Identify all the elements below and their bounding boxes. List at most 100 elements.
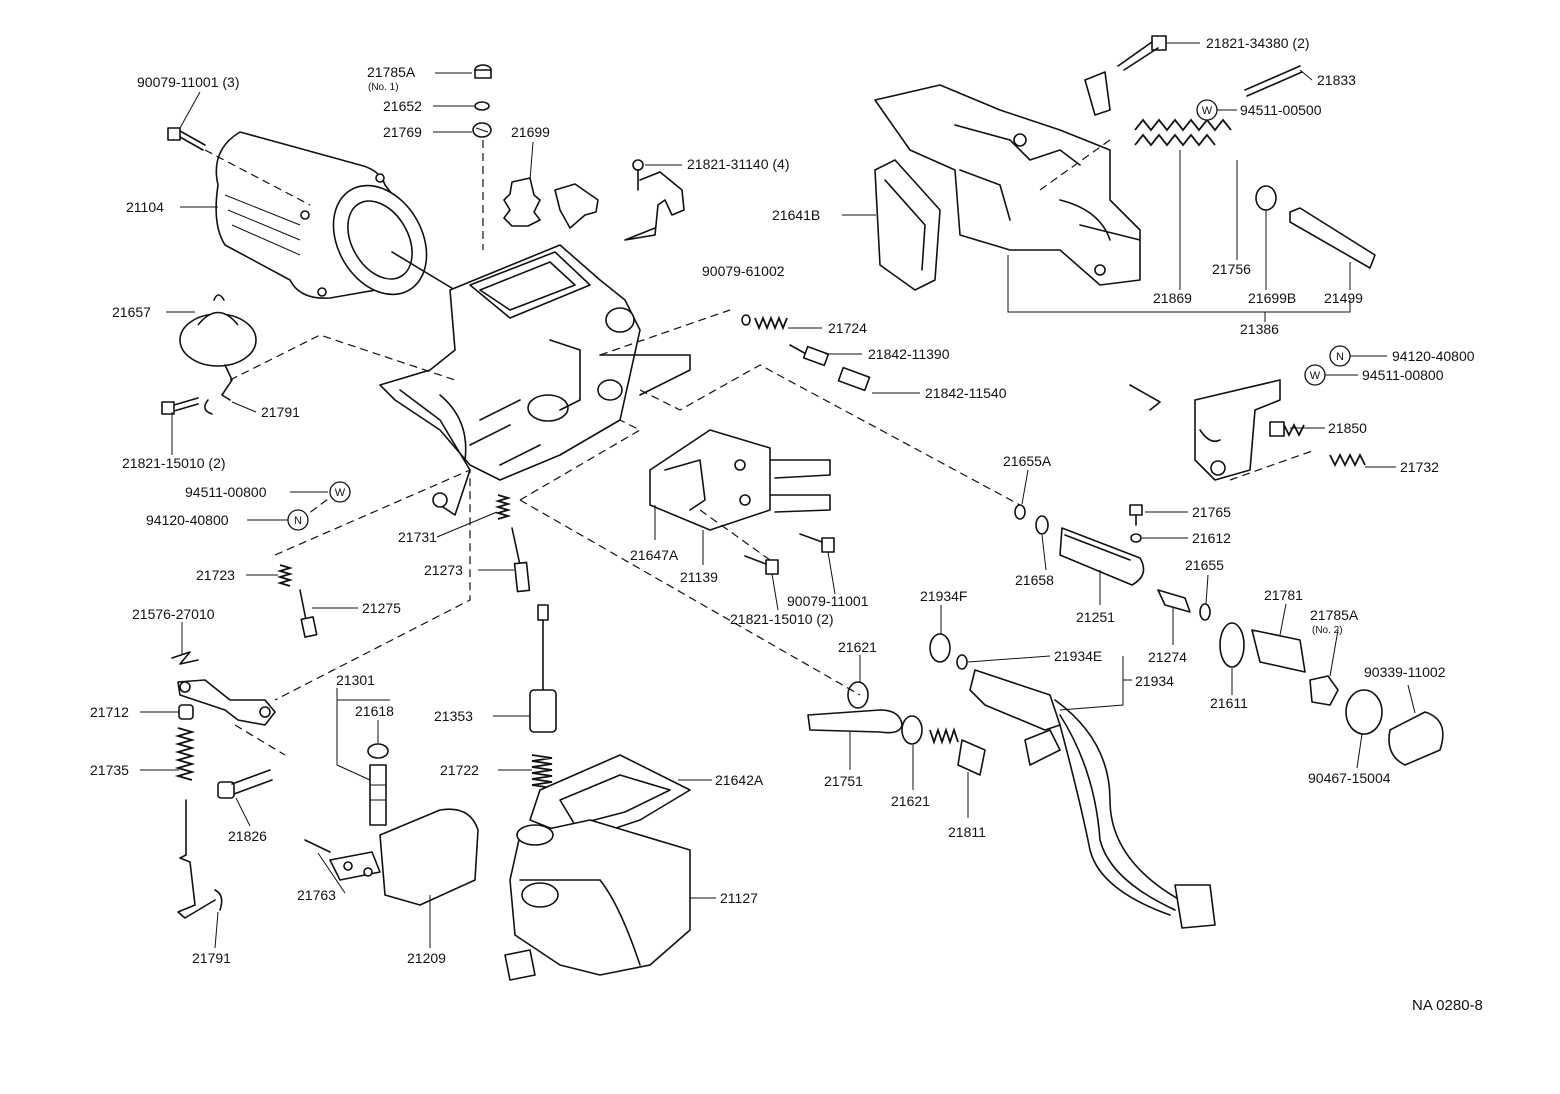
cap-90339-11002	[1388, 711, 1444, 766]
cap-21769	[472, 122, 492, 138]
fitting-21751	[807, 709, 903, 734]
part-label: 21655	[1185, 557, 1224, 573]
part-label: 21386	[1240, 321, 1279, 337]
part-label-note: (No. 2)	[1312, 625, 1343, 636]
part-number-labels: 90079-11001 (3) 21785A (No. 1) 21652 217…	[90, 35, 1483, 1014]
part-label: 21735	[90, 762, 129, 778]
screw-21821-15010	[161, 397, 199, 415]
bracket-21821-31140	[624, 171, 685, 241]
part-label: 21104	[126, 199, 164, 215]
part-label: 21301	[336, 672, 375, 688]
clamp-90467-15004	[1345, 689, 1383, 735]
spring-21722	[531, 754, 553, 789]
washer-symbol	[1304, 364, 1326, 386]
part-label: 94511-00500	[1240, 102, 1322, 118]
part-label: 21934F	[920, 588, 967, 604]
part-label: 21751	[824, 773, 863, 789]
bolt-21821-34380	[1117, 35, 1167, 71]
float-bowl-21127	[504, 819, 691, 981]
bolt-21833	[1244, 65, 1303, 97]
spring-21724	[754, 315, 788, 331]
part-label: 21642A	[715, 772, 764, 788]
part-label: 94120-40800	[146, 512, 229, 528]
part-label: 21658	[1015, 572, 1054, 588]
air-horn-housing	[215, 131, 456, 299]
part-label: 94511-00800	[1362, 367, 1444, 383]
float-21209	[329, 808, 479, 906]
throttle-assembly-21386	[874, 84, 1141, 286]
lever-right	[1129, 379, 1281, 481]
part-label: 21821-34380 (2)	[1206, 35, 1310, 51]
lever-assembly	[177, 679, 276, 726]
part-label: 21781	[1264, 587, 1303, 603]
o-ring-21658	[1035, 515, 1049, 535]
o-ring-21655A	[1014, 504, 1026, 520]
svg-text:W: W	[1310, 370, 1321, 382]
part-label: 21652	[383, 98, 422, 114]
clip-21791-lower	[214, 889, 223, 911]
spring-21735	[174, 727, 196, 781]
part-label: 21765	[1192, 504, 1231, 520]
bellows-21699	[503, 177, 541, 227]
part-label: 21763	[297, 887, 336, 903]
part-label: 21833	[1317, 72, 1356, 88]
screw-21842-11540	[837, 366, 871, 392]
spring-21723	[276, 564, 294, 587]
screw-21765	[1129, 504, 1143, 526]
part-label: 21769	[383, 124, 422, 140]
part-label: 90079-61002	[702, 263, 785, 279]
o-ring-21612	[1130, 533, 1142, 543]
part-label: 21869	[1153, 290, 1192, 306]
part-label: 21785A	[367, 64, 416, 80]
screw-21842-11390	[789, 344, 830, 367]
screw-21273	[511, 527, 531, 593]
bracket-small	[1084, 71, 1111, 116]
svg-text:W: W	[335, 487, 346, 499]
o-ring-21652	[474, 101, 490, 111]
plate-21641B	[874, 159, 941, 291]
part-label: 21850	[1328, 420, 1367, 436]
part-label: 21657	[112, 304, 151, 320]
part-label: 21732	[1400, 459, 1439, 475]
part-label: 21618	[355, 703, 394, 719]
washer-symbol	[1196, 99, 1218, 121]
screw-21275	[299, 589, 318, 638]
gasket-21642A	[529, 754, 691, 841]
part-label: 21353	[434, 708, 473, 724]
part-label: 21273	[424, 562, 463, 578]
plunger-21251	[1059, 527, 1145, 586]
gasket-21621-lower	[901, 715, 923, 745]
clip-21791	[204, 399, 213, 415]
part-label: 21139	[680, 569, 718, 585]
part-label: 90079-11001 (3)	[137, 74, 239, 90]
part-label: 21724	[828, 320, 867, 336]
screw-21821-31140	[632, 159, 644, 191]
seal-21611	[1219, 622, 1245, 668]
seal-21934F	[929, 633, 951, 663]
nut-symbol	[287, 509, 309, 531]
spring-21731	[494, 494, 512, 520]
part-label: 21842-11390	[868, 346, 950, 362]
part-label: 21791	[261, 404, 300, 420]
part-label: 21934	[1135, 673, 1174, 689]
jet-21301	[367, 743, 389, 826]
part-label: 21842-11540	[925, 385, 1007, 401]
pin-21499	[1289, 207, 1376, 269]
part-label: 21826	[228, 828, 267, 844]
valve-bracket-21139	[649, 429, 831, 531]
valve-21274	[1157, 589, 1191, 613]
screw-21821-15010-b	[744, 555, 779, 575]
pin-21763	[304, 839, 331, 853]
part-label: 21722	[440, 762, 479, 778]
o-ring-90079-61002	[741, 314, 751, 326]
part-label: 21821-15010 (2)	[122, 455, 226, 471]
part-label: 21251	[1076, 609, 1115, 625]
washer-nut-symbols: W N W N W	[287, 99, 1351, 531]
screw-21850	[1269, 421, 1305, 438]
screw-90079-11001	[167, 127, 206, 151]
o-ring-21934E	[956, 654, 968, 670]
part-label: 21655A	[1003, 453, 1052, 469]
part-label: 21723	[196, 567, 235, 583]
bolt-21811	[929, 727, 986, 776]
part-label: 21821-31140 (4)	[687, 156, 789, 172]
